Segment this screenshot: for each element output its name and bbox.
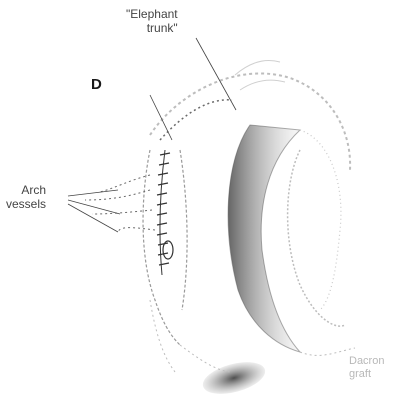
arch-vessel-branches — [85, 175, 155, 232]
arch-vessels-label: Arch vessels — [6, 184, 46, 212]
distal-blob — [199, 356, 268, 400]
suture-loop — [163, 241, 173, 259]
graft-body-right — [180, 150, 187, 310]
leader-lines — [68, 38, 236, 232]
arch-top-sketch — [235, 61, 285, 90]
aorta-inner-curve — [288, 150, 345, 326]
elephant-trunk-label: "Elephant trunk" — [126, 8, 178, 36]
dacron-graft-label-line1: Dacron — [349, 355, 384, 368]
elephant-trunk-graft — [160, 100, 232, 140]
descending-aorta-shade — [228, 125, 300, 352]
elephant-trunk-label-line1: "Elephant — [126, 8, 178, 22]
dacron-graft-label-line2: graft — [349, 368, 384, 381]
panel-letter: D — [91, 76, 102, 93]
dacron-graft-label: Dacron graft — [349, 355, 384, 380]
outer-sac-outline — [300, 130, 341, 310]
elephant-trunk-label-line2: trunk" — [126, 22, 178, 36]
arch-vessels-label-line1: Arch — [6, 184, 46, 198]
arch-vessels-label-line2: vessels — [6, 198, 46, 212]
